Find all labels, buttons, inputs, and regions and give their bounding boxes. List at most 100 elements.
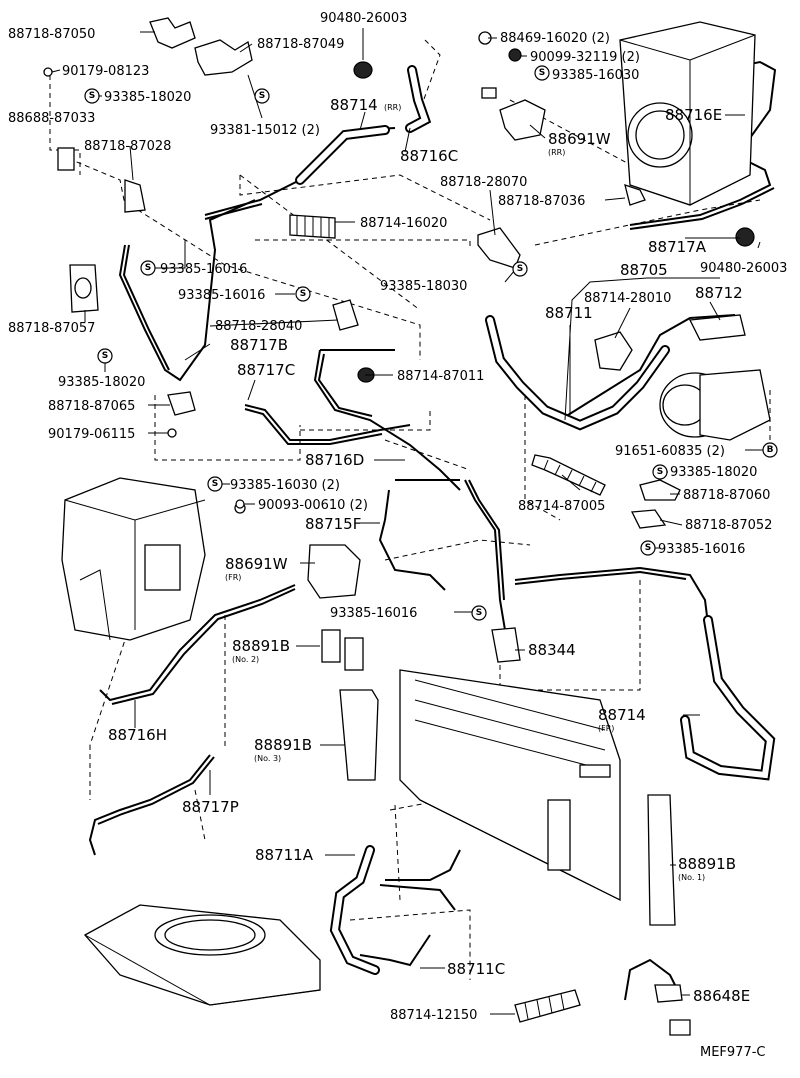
svg-text:S: S xyxy=(102,351,108,361)
callout-88717p: 88717P xyxy=(182,798,239,816)
callout-88714-12150: 88714-12150 xyxy=(390,1008,477,1023)
callout-88717b: 88717B xyxy=(230,336,288,354)
s-marker-7 xyxy=(97,348,113,364)
s-marker-1 xyxy=(84,88,100,104)
callout-88718-87049: 88718-87049 xyxy=(257,37,344,52)
callout-88691w-fr: 88691W xyxy=(225,555,288,573)
callout-93385-18020-left: 93385-18020 xyxy=(58,375,145,390)
callout-88718-28040: 88718-28040 xyxy=(215,319,302,334)
b-marker xyxy=(762,442,778,458)
callout-88691w-rr: 88691W xyxy=(548,130,611,148)
svg-text:S: S xyxy=(657,467,663,477)
washer-marker xyxy=(235,499,245,509)
sub-no1: (No. 1) xyxy=(678,873,705,882)
hoses xyxy=(295,65,776,975)
callout-93381-15012: 93381-15012 (2) xyxy=(210,123,320,138)
callout-88714-rr: 88714 xyxy=(330,96,378,114)
callout-90179-06115: 90179-06115 xyxy=(48,427,135,442)
condenser xyxy=(399,669,621,902)
callout-93385-16016-c: 93385-16016 xyxy=(658,542,745,557)
callout-88718-87052: 88718-87052 xyxy=(685,518,772,533)
s-marker-10 xyxy=(640,540,656,556)
callout-88344: 88344 xyxy=(528,641,576,659)
callout-labels: 88718-87050 88718-87049 90480-26003 8846… xyxy=(8,11,787,1060)
callout-88711a: 88711A xyxy=(255,846,314,864)
callout-88711c: 88711C xyxy=(447,960,505,978)
callout-93385-16016-b: 93385-16016 xyxy=(178,288,265,303)
callout-88688-87033: 88688-87033 xyxy=(8,111,95,126)
s-marker-4 xyxy=(140,260,156,276)
bracket-87050 xyxy=(149,17,196,49)
callout-88716e: 88716E xyxy=(665,106,722,124)
svg-text:S: S xyxy=(300,289,306,299)
svg-text:S: S xyxy=(145,263,151,273)
callout-88469-16020: 88469-16020 (2) xyxy=(500,31,610,46)
s-marker-5 xyxy=(512,261,528,277)
sub-no2: (No. 2) xyxy=(232,655,259,664)
svg-text:S: S xyxy=(645,543,651,553)
svg-text:S: S xyxy=(89,91,95,101)
components xyxy=(43,17,771,1036)
bracket-87049 xyxy=(194,39,253,76)
callout-88716h: 88716H xyxy=(108,726,167,744)
callout-93385-18030: 93385-18030 xyxy=(380,279,467,294)
svg-text:S: S xyxy=(476,608,482,618)
sub-fr-88691w: (FR) xyxy=(225,573,241,582)
callout-88705: 88705 xyxy=(620,261,668,279)
callout-88718-28070: 88718-28070 xyxy=(440,175,527,190)
callout-93385-16030-top: 93385-16030 xyxy=(552,68,639,83)
callout-88712: 88712 xyxy=(695,284,743,302)
svg-text:S: S xyxy=(259,91,265,101)
svg-text:S: S xyxy=(539,68,545,78)
fan-assembly xyxy=(83,904,321,1006)
callout-88718-87060: 88718-87060 xyxy=(683,488,770,503)
callout-88717a: 88717A xyxy=(648,238,707,256)
callout-93385-18020-right: 93385-18020 xyxy=(670,465,757,480)
callout-88714-16020: 88714-16020 xyxy=(360,216,447,231)
callout-90480-26003-right: 90480-26003 xyxy=(700,261,787,276)
callout-93385-16016-d: 93385-16016 xyxy=(330,606,417,621)
sub-rr-88691w: (RR) xyxy=(548,148,565,157)
callout-88716d: 88716D xyxy=(305,451,364,469)
callout-88718-87065: 88718-87065 xyxy=(48,399,135,414)
callout-93385-16030-mid: 93385-16030 (2) xyxy=(230,478,340,493)
front-cooling-unit xyxy=(61,477,206,641)
callout-88891b-no1: 88891B xyxy=(678,855,736,873)
grommet-top xyxy=(353,61,373,79)
s-markers: S S S S S S S S S S S B xyxy=(84,65,778,621)
callout-88718-87028: 88718-87028 xyxy=(84,139,171,154)
sub-rr-88714: (RR) xyxy=(384,103,401,112)
compressor xyxy=(659,314,771,441)
callout-90480-26003-top: 90480-26003 xyxy=(320,11,407,26)
sub-no3: (No. 3) xyxy=(254,754,281,763)
callout-88718-87050: 88718-87050 xyxy=(8,27,95,42)
callout-93385-16016-a: 93385-16016 xyxy=(160,262,247,277)
callout-88714-87005: 88714-87005 xyxy=(518,499,605,514)
callout-93385-18020-top: 93385-18020 xyxy=(104,90,191,105)
callout-88711: 88711 xyxy=(545,304,593,322)
s-marker-2 xyxy=(254,88,270,104)
callout-88648e: 88648E xyxy=(693,987,750,1005)
callout-88714-87011: 88714-87011 xyxy=(397,369,484,384)
callout-91651-60835: 91651-60835 (2) xyxy=(615,444,725,459)
callout-88891b-no2: 88891B xyxy=(232,637,290,655)
s-marker-9 xyxy=(652,464,668,480)
callout-88714-fr: 88714 xyxy=(598,706,646,724)
callout-90099-32119: 90099-32119 (2) xyxy=(530,50,640,65)
callout-88716c: 88716C xyxy=(400,147,458,165)
svg-text:S: S xyxy=(517,264,523,274)
callout-88714-28010: 88714-28010 xyxy=(584,291,671,306)
callout-88891b-no3: 88891B xyxy=(254,736,312,754)
callout-90179-08123: 90179-08123 xyxy=(62,64,149,79)
svg-text:S: S xyxy=(212,479,218,489)
valve-rr xyxy=(499,99,546,141)
callout-88717c: 88717C xyxy=(237,361,295,379)
svg-text:B: B xyxy=(767,445,774,455)
callout-88715f: 88715F xyxy=(305,515,361,533)
s-marker-8 xyxy=(207,476,223,492)
s-marker-6 xyxy=(295,286,311,302)
sub-fr-88714: (FR) xyxy=(598,724,614,733)
callout-90093-00610: 90093-00610 (2) xyxy=(258,498,368,513)
s-marker-11 xyxy=(471,605,487,621)
